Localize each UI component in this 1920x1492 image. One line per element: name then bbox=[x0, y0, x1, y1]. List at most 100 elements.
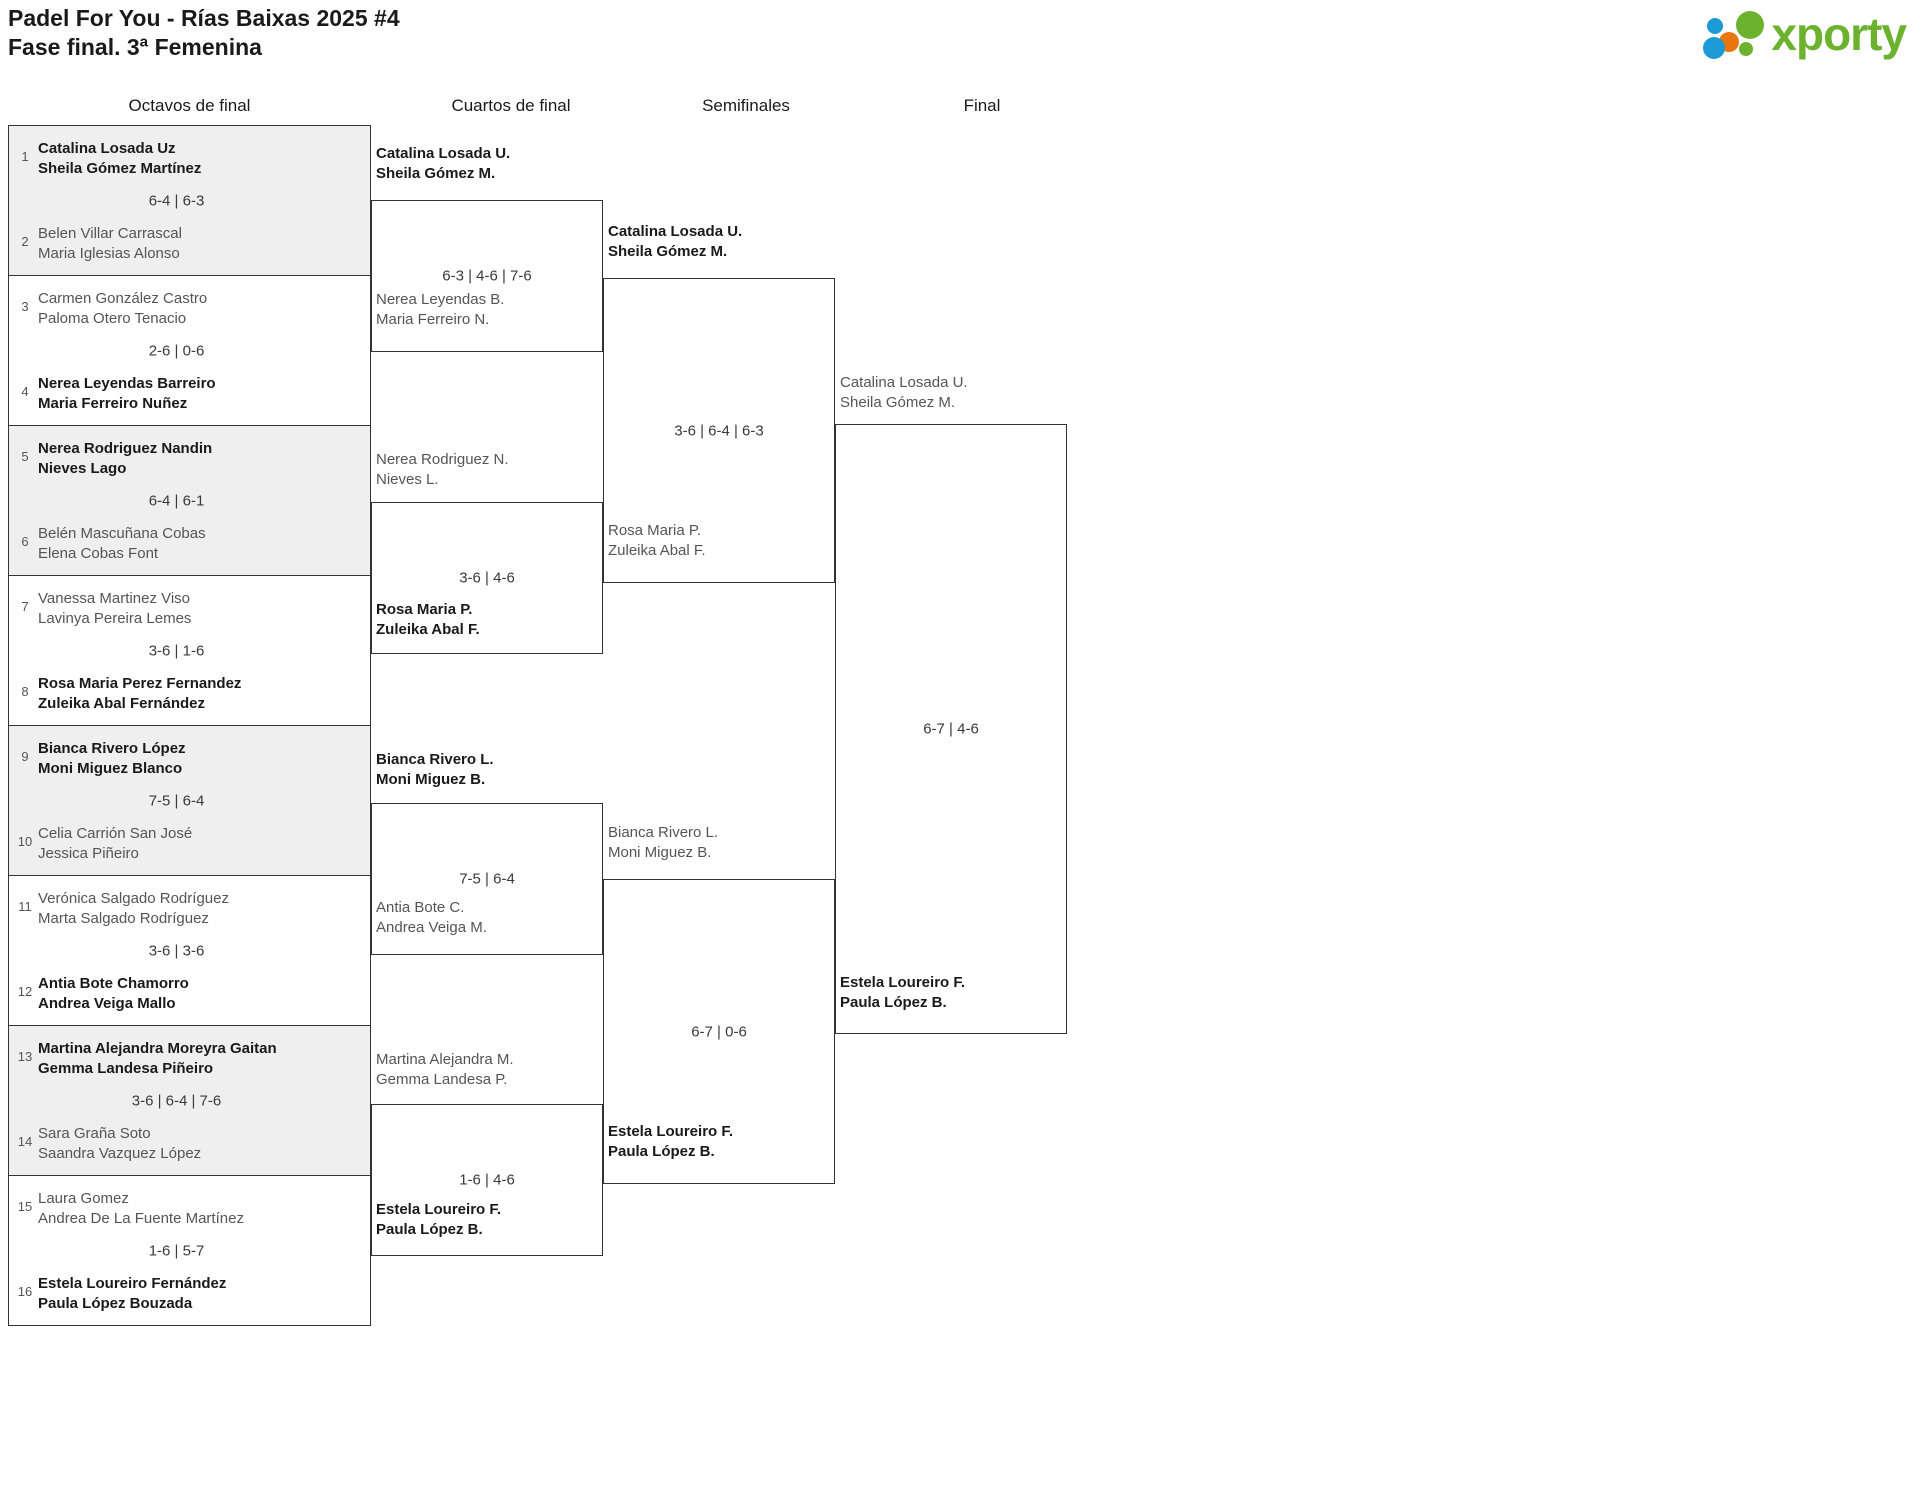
match-score: 6-4 | 6-3 bbox=[148, 192, 205, 209]
table-row: 9 Bianca Rivero López Moni Miguez Blanco bbox=[9, 737, 370, 779]
table-row: 4 Nerea Leyendas Barreiro Maria Ferreiro… bbox=[9, 372, 370, 414]
team-names: Martina Alejandra Moreyra Gaitan Gemma L… bbox=[38, 1037, 370, 1079]
team-names: Rosa Maria Perez Fernandez Zuleika Abal … bbox=[38, 672, 370, 714]
player-line: Paula López B. bbox=[376, 1220, 483, 1238]
player-line: Celia Carrión San José bbox=[38, 825, 193, 843]
player-line: Sheila Gómez M. bbox=[840, 393, 956, 411]
table-row: 12 Antia Bote Chamorro Andrea Veiga Mall… bbox=[9, 972, 370, 1014]
player-line: Nieves L. bbox=[376, 470, 439, 488]
player-line: Paula López B. bbox=[608, 1142, 715, 1160]
table-row: 5 Nerea Rodriguez Nandin Nieves Lago bbox=[9, 437, 370, 479]
player-line: Maria Ferreiro Nuñez bbox=[38, 395, 188, 413]
match-score: 2-6 | 0-6 bbox=[148, 342, 205, 359]
r4-final-box[interactable]: 6-7 | 4-6 bbox=[835, 424, 1067, 1034]
player-line: Belén Mascuñana Cobas bbox=[38, 525, 206, 543]
r1-match-7[interactable]: 13 Martina Alejandra Moreyra Gaitan Gemm… bbox=[9, 1026, 370, 1176]
player-line: Belen Villar Carrascal bbox=[38, 225, 182, 243]
seed-number: 9 bbox=[21, 749, 29, 764]
team-names: Sara Graña Soto Saandra Vazquez López bbox=[38, 1122, 370, 1164]
team-names: Belén Mascuñana Cobas Elena Cobas Font bbox=[38, 522, 370, 564]
round-header-cuartos: Cuartos de final bbox=[451, 96, 571, 115]
r2-match-1-box[interactable]: 6-3 | 4-6 | 7-6 bbox=[371, 200, 603, 352]
r3-match-1-box[interactable]: 3-6 | 6-4 | 6-3 bbox=[603, 278, 835, 583]
player-line: Carmen González Castro bbox=[38, 290, 208, 307]
match-score: 6-4 | 6-1 bbox=[148, 492, 205, 509]
r1-match-3[interactable]: 5 Nerea Rodriguez Nandin Nieves Lago 6-4… bbox=[9, 426, 370, 576]
player-line: Zuleika Abal F. bbox=[376, 620, 480, 638]
table-row: 7 Vanessa Martinez Viso Lavinya Pereira … bbox=[9, 587, 370, 629]
seed-number: 5 bbox=[21, 449, 29, 464]
player-line: Sara Graña Soto bbox=[38, 1125, 151, 1143]
table-row: 1 Catalina Losada Uz Sheila Gómez Martín… bbox=[9, 137, 370, 179]
player-line: Marta Salgado Rodríguez bbox=[38, 909, 209, 927]
r1-match-1[interactable]: 1 Catalina Losada Uz Sheila Gómez Martín… bbox=[9, 126, 370, 276]
player-line: Saandra Vazquez López bbox=[38, 1145, 202, 1163]
player-line: Lavinya Pereira Lemes bbox=[38, 609, 192, 627]
table-row: 3 Carmen González Castro Paloma Otero Te… bbox=[9, 287, 370, 329]
table-row: 16 Estela Loureiro Fernández Paula López… bbox=[9, 1272, 370, 1314]
seed-number: 16 bbox=[17, 1284, 33, 1300]
logo-dot-blue-small bbox=[1707, 18, 1724, 34]
page-header: Padel For You - Rías Baixas 2025 #4 Fase… bbox=[0, 0, 1920, 72]
r3-match-2-box[interactable]: 6-7 | 0-6 bbox=[603, 879, 835, 1184]
r2-match-4-winner: Estela Loureiro F. Paula López B. bbox=[376, 1200, 501, 1240]
player-line: Paloma Otero Tenacio bbox=[38, 309, 187, 327]
player-line: Rosa Maria P. bbox=[376, 601, 473, 618]
player-line: Estela Loureiro F. bbox=[376, 1201, 502, 1218]
team-names: Antia Bote Chamorro Andrea Veiga Mallo bbox=[38, 972, 370, 1014]
match-score: 3-6 | 6-4 | 6-3 bbox=[674, 422, 764, 439]
player-line: Maria Ferreiro N. bbox=[376, 310, 490, 328]
match-score: 6-3 | 4-6 | 7-6 bbox=[442, 267, 532, 285]
table-row: 8 Rosa Maria Perez Fernandez Zuleika Aba… bbox=[9, 672, 370, 714]
team-names: Celia Carrión San José Jessica Piñeiro bbox=[38, 822, 370, 864]
r1-match-6[interactable]: 11 Verónica Salgado Rodríguez Marta Salg… bbox=[9, 876, 370, 1026]
player-line: Rosa Maria Perez Fernandez bbox=[38, 675, 242, 693]
match-score: 7-5 | 6-4 bbox=[148, 792, 205, 809]
player-line: Nerea Rodriguez N. bbox=[376, 451, 509, 468]
player-line: Catalina Losada U. bbox=[376, 145, 511, 162]
r2-match-4-box[interactable]: 1-6 | 4-6 bbox=[371, 1104, 603, 1256]
r1-match-4[interactable]: 7 Vanessa Martinez Viso Lavinya Pereira … bbox=[9, 576, 370, 726]
seed-number: 1 bbox=[21, 149, 29, 164]
player-line: Nerea Rodriguez Nandin bbox=[38, 440, 213, 457]
seed-number: 3 bbox=[21, 299, 29, 314]
match-score: 6-7 | 0-6 bbox=[691, 1023, 747, 1040]
table-row: 6 Belén Mascuñana Cobas Elena Cobas Font bbox=[9, 522, 370, 564]
seed-number: 15 bbox=[17, 1199, 33, 1214]
r2-match-2-loser: Nerea Rodriguez N. Nieves L. bbox=[376, 450, 509, 490]
player-line: Sheila Gómez M. bbox=[608, 242, 728, 260]
player-line: Moni Miguez B. bbox=[608, 843, 712, 861]
player-line: Paula López Bouzada bbox=[38, 1295, 193, 1313]
table-row: 10 Celia Carrión San José Jessica Piñeir… bbox=[9, 822, 370, 864]
player-line: Estela Loureiro F. bbox=[608, 1123, 734, 1140]
player-line: Sheila Gómez M. bbox=[376, 164, 496, 182]
player-line: Moni Miguez B. bbox=[376, 770, 486, 788]
seed-number: 12 bbox=[17, 984, 33, 1000]
match-score: 3-6 | 6-4 | 7-6 bbox=[131, 1092, 222, 1109]
r3-match-1-winner: Catalina Losada U. Sheila Gómez M. bbox=[608, 222, 742, 262]
seed-number: 14 bbox=[17, 1134, 33, 1150]
r2-match-3-box[interactable]: 7-5 | 6-4 bbox=[371, 803, 603, 955]
r3-match-2-winner: Estela Loureiro F. Paula López B. bbox=[608, 1122, 733, 1162]
team-names: Belen Villar Carrascal Maria Iglesias Al… bbox=[38, 222, 370, 264]
team-names: Carmen González Castro Paloma Otero Tena… bbox=[38, 287, 370, 329]
player-line: Laura Gomez bbox=[38, 1190, 129, 1207]
r1-match-5[interactable]: 9 Bianca Rivero López Moni Miguez Blanco… bbox=[9, 726, 370, 876]
logo-dot-green-large bbox=[1736, 11, 1765, 39]
player-line: Estela Loureiro F. bbox=[840, 974, 966, 991]
r1-match-8[interactable]: 15 Laura Gomez Andrea De La Fuente Martí… bbox=[9, 1176, 370, 1326]
player-line: Martina Alejandra Moreyra Gaitan bbox=[38, 1040, 277, 1057]
player-line: Martina Alejandra M. bbox=[376, 1051, 514, 1068]
player-line: Catalina Losada U. bbox=[608, 223, 743, 240]
logo-dot-blue-large bbox=[1703, 37, 1726, 59]
tournament-phase: Fase final. 3ª Femenina bbox=[8, 34, 262, 61]
table-row: 11 Verónica Salgado Rodríguez Marta Salg… bbox=[9, 887, 370, 929]
player-line: Sheila Gómez Martínez bbox=[38, 159, 202, 177]
round-header-octavos: Octavos de final bbox=[128, 96, 251, 115]
player-line: Andrea Veiga M. bbox=[376, 918, 487, 936]
r1-match-2[interactable]: 3 Carmen González Castro Paloma Otero Te… bbox=[9, 276, 370, 426]
r2-match-2-box[interactable]: 3-6 | 4-6 bbox=[371, 502, 603, 654]
xporty-logo: xporty bbox=[1703, 6, 1907, 62]
team-names: Verónica Salgado Rodríguez Marta Salgado… bbox=[38, 887, 370, 929]
player-line: Zuleika Abal F. bbox=[608, 541, 706, 559]
